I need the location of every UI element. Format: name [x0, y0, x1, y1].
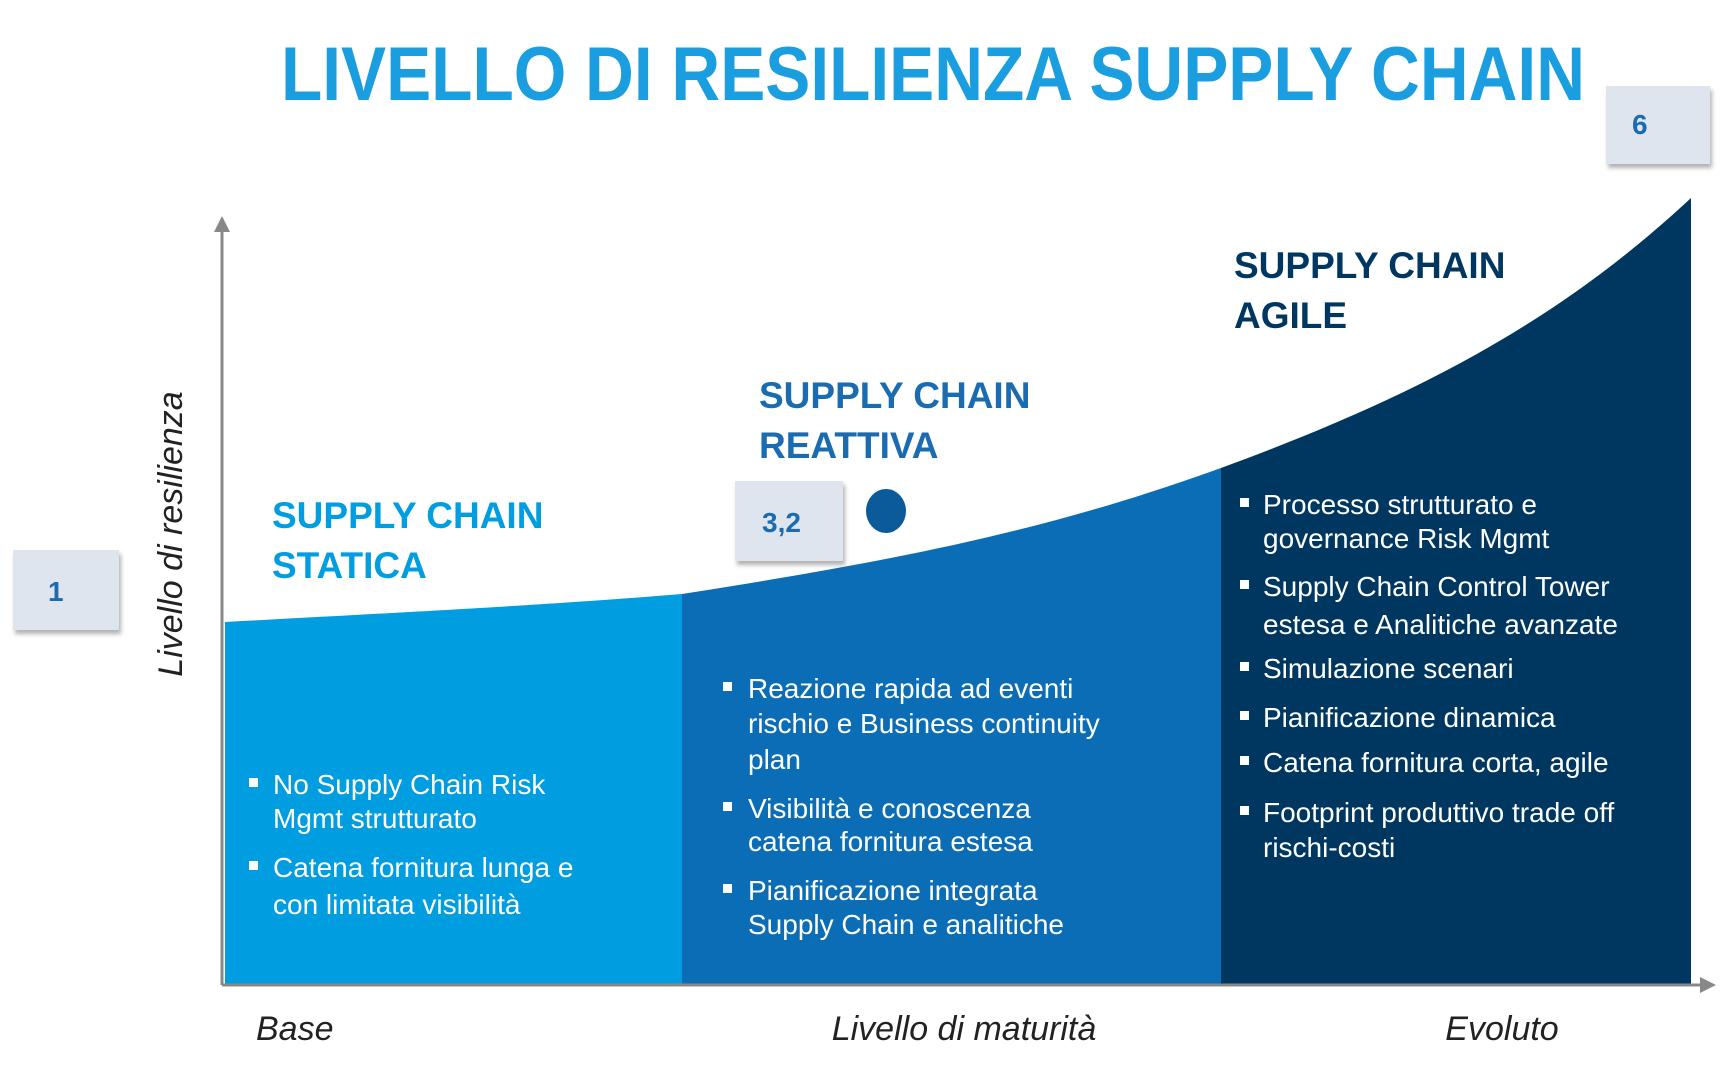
- x-axis-arrow-icon: [1700, 977, 1716, 993]
- list-item: Supply Chain e analitiche: [748, 909, 1064, 940]
- stage-title-static: SUPPLY CHAIN STATICA: [272, 495, 543, 586]
- list-item: catena fornitura estesa: [748, 826, 1033, 857]
- bullet-icon: [249, 778, 258, 787]
- panel-reactive: [682, 198, 1221, 985]
- x-axis-label: Livello di maturità: [832, 1010, 1097, 1048]
- list-item: Visibilità e conoscenza: [748, 793, 1031, 824]
- marker-value: 6: [1632, 109, 1648, 140]
- stage-title-line: SUPPLY CHAIN: [1234, 245, 1505, 286]
- list-item: Footprint produttivo trade off: [1263, 797, 1614, 828]
- list-item: Catena fornitura lunga e: [273, 852, 573, 883]
- marker-value: 1: [48, 576, 64, 607]
- list-item: con limitata visibilità: [273, 889, 521, 920]
- list-item: Reazione rapida ad eventi: [748, 673, 1073, 704]
- marker-box-current: 3,2: [735, 481, 843, 561]
- marker-value: 3,2: [762, 507, 801, 538]
- bullets-reactive: Reazione rapida ad eventi rischio e Busi…: [723, 673, 1100, 940]
- y-axis-arrow-icon: [214, 216, 230, 232]
- stage-title-agile: SUPPLY CHAIN AGILE: [1234, 245, 1505, 336]
- x-axis-end-label: Evoluto: [1445, 1010, 1558, 1048]
- list-item: governance Risk Mgmt: [1263, 523, 1550, 554]
- stage-title-reactive: SUPPLY CHAIN REATTIVA: [759, 375, 1030, 466]
- bullet-icon: [1240, 662, 1249, 671]
- list-item: Pianificazione dinamica: [1263, 702, 1556, 733]
- list-item: Pianificazione integrata: [748, 875, 1038, 906]
- bullet-icon: [249, 861, 258, 870]
- marker-box-low: 1: [13, 550, 119, 630]
- y-axis-label: Livello di resilienza: [152, 391, 190, 676]
- stage-title-line: SUPPLY CHAIN: [759, 375, 1030, 416]
- list-item: Simulazione scenari: [1263, 653, 1514, 684]
- bullet-icon: [1240, 756, 1249, 765]
- list-item: estesa e Analitiche avanzate: [1263, 609, 1618, 640]
- list-item: No Supply Chain Risk: [273, 769, 546, 800]
- list-item: rischio e Business continuity: [748, 708, 1100, 739]
- stage-title-line: STATICA: [272, 545, 427, 586]
- bullet-icon: [723, 682, 732, 691]
- bullet-icon: [1240, 711, 1249, 720]
- stage-title-line: AGILE: [1234, 295, 1347, 336]
- bullet-icon: [1240, 498, 1249, 507]
- bullets-static: No Supply Chain Risk Mgmt strutturato Ca…: [249, 769, 573, 920]
- bullets-agile: Processo strutturato e governance Risk M…: [1240, 489, 1618, 863]
- list-item: Processo strutturato e: [1263, 489, 1537, 520]
- current-position-dot: [866, 489, 906, 533]
- page-title: LIVELLO DI RESILIENZA SUPPLY CHAIN: [281, 32, 1585, 117]
- list-item: Mgmt strutturato: [273, 803, 477, 834]
- list-item: rischi-costi: [1263, 832, 1395, 863]
- list-item: plan: [748, 744, 801, 775]
- bullet-icon: [1240, 580, 1249, 589]
- x-axis-start-label: Base: [256, 1010, 334, 1048]
- bullet-icon: [723, 802, 732, 811]
- marker-box-high: 6: [1606, 86, 1710, 164]
- bullet-icon: [723, 884, 732, 893]
- list-item: Supply Chain Control Tower: [1263, 571, 1610, 602]
- stage-title-line: REATTIVA: [759, 425, 939, 466]
- stage-title-line: SUPPLY CHAIN: [272, 495, 543, 536]
- list-item: Catena fornitura corta, agile: [1263, 747, 1609, 778]
- bullet-icon: [1240, 806, 1249, 815]
